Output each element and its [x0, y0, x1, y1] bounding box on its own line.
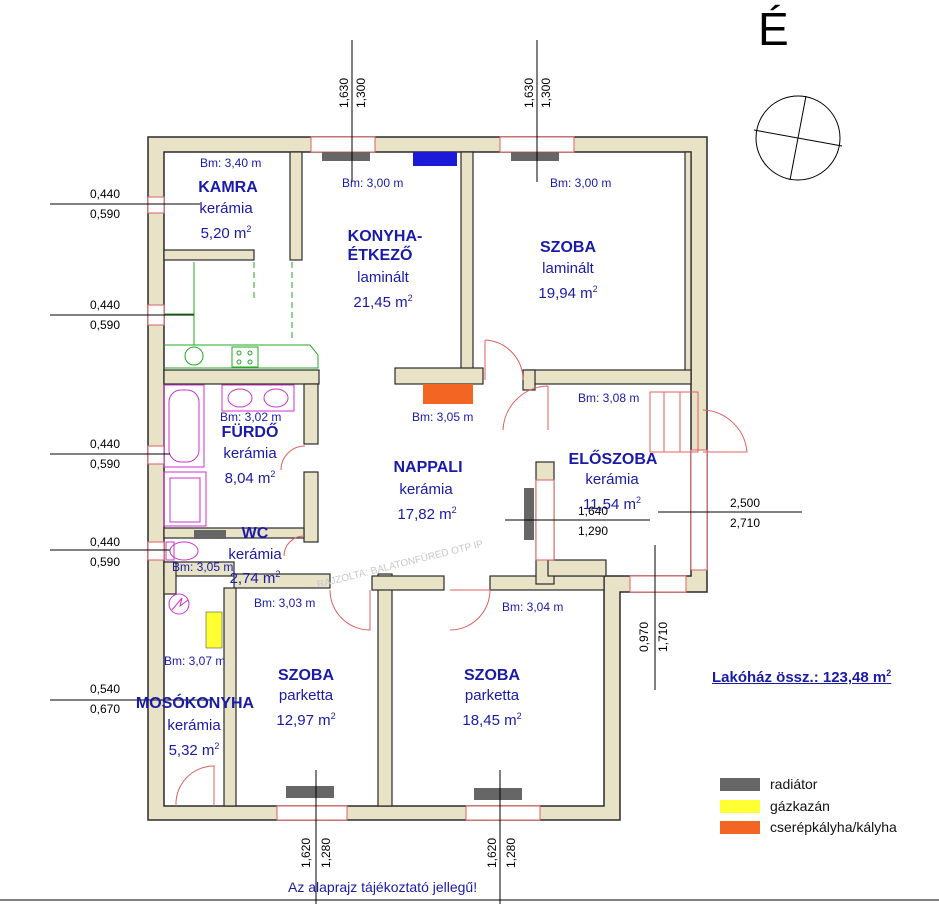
kamra-ceiling: Bm: 3,40 m	[200, 156, 262, 170]
radiators	[194, 152, 559, 800]
dim-right-b: 2,710	[730, 516, 761, 530]
door-swings	[175, 339, 748, 807]
kamra-floor: kerámia	[199, 200, 253, 217]
dimension-lines	[50, 40, 802, 904]
szoba3-area: 18,45 m2	[462, 711, 522, 729]
furdo-name: FÜRDŐ	[221, 424, 279, 441]
furdo-ceiling: Bm: 3,02 m	[220, 410, 282, 424]
dim-top-left-outer: 1,630	[337, 77, 351, 108]
eloszoba-name: ELŐSZOBA	[568, 451, 658, 468]
dim-left5-b: 0,670	[90, 702, 121, 716]
konyha-floor: laminált	[357, 269, 409, 286]
tile-stove	[423, 384, 473, 404]
kitchen-fixtures	[164, 262, 319, 369]
mosokonyha-floor: kerámia	[167, 717, 221, 734]
nappali-ceiling: Bm: 3,05 m	[412, 410, 474, 424]
szoba2-area: 12,97 m2	[276, 711, 336, 729]
nappali-area: 17,82 m2	[397, 505, 457, 523]
bath-fixtures	[163, 384, 295, 561]
legend-label-stove: cserépkályha/kályha	[770, 819, 897, 835]
furdo-area: 8,04 m2	[224, 469, 276, 487]
legend-label-boiler: gázkazán	[770, 798, 830, 814]
north-label: É	[758, 3, 789, 55]
gas-boiler	[205, 611, 223, 649]
szoba2-floor: parketta	[278, 687, 334, 704]
dim-left4-b: 0,590	[90, 555, 121, 569]
szoba3-name: SZOBA	[464, 667, 520, 684]
szoba1-area: 19,94 m2	[538, 284, 598, 302]
dim-center-a: 1,640	[578, 504, 609, 518]
dim-bottom-left-b: 1,280	[319, 837, 333, 868]
eloszoba-floor: kerámia	[585, 471, 639, 488]
legend-swatch-radiator	[720, 778, 760, 791]
nappali-name: NAPPALI	[393, 459, 463, 476]
dim-left3-b: 0,590	[90, 457, 121, 471]
legend-label-radiator: radiátor	[770, 776, 818, 792]
dim-top-right-outer: 1,630	[522, 77, 536, 108]
legend-swatch-stove	[720, 821, 760, 834]
szoba3-ceiling: Bm: 3,04 m	[502, 600, 564, 614]
kamra-area: 5,20 m2	[200, 224, 252, 242]
szoba2-name: SZOBA	[278, 667, 334, 684]
dim-left2-b: 0,590	[90, 318, 121, 332]
szoba3-floor: parketta	[464, 687, 520, 704]
dim-bottom-right-b: 1,280	[504, 837, 518, 868]
dim-left1-b: 0,590	[90, 207, 121, 221]
dim-bottom-right-a: 1,620	[485, 837, 499, 868]
nappali-floor: kerámia	[399, 481, 453, 498]
dim-left5-a: 0,540	[90, 682, 121, 696]
dim-right-vert-b: 1,710	[656, 621, 670, 652]
dim-left1-a: 0,440	[90, 187, 121, 201]
dim-right-a: 2,500	[730, 496, 761, 510]
konyha-ceiling: Bm: 3,00 m	[342, 176, 404, 190]
furdo-floor: kerámia	[223, 445, 277, 462]
szoba1-floor: laminált	[542, 260, 594, 277]
dim-center-b: 1,290	[578, 524, 609, 538]
dim-top-left-inner: 1,300	[354, 77, 368, 108]
compass	[753, 95, 843, 181]
mosokonyha-name: MOSÓKONYHA	[135, 695, 255, 712]
dim-right-vert-a: 0,970	[637, 621, 651, 652]
dim-left4-a: 0,440	[90, 535, 121, 549]
szoba1-name: SZOBA	[540, 239, 596, 256]
eloszoba-ceiling: Bm: 3,08 m	[578, 391, 640, 405]
dim-top-right-inner: 1,300	[539, 77, 553, 108]
mosokonyha-ceiling: Bm: 3,07 m	[164, 654, 226, 668]
dim-left2-a: 0,440	[90, 298, 121, 312]
footer-note: Az alaprajz tájékoztató jellegű!	[288, 879, 478, 895]
total-area: Lakóház össz.: 123,48 m2	[712, 668, 892, 686]
mosokonyha-area: 5,32 m2	[168, 741, 220, 759]
wc-floor: kerámia	[228, 546, 282, 563]
legend-swatch-boiler	[720, 800, 760, 813]
wc-ceiling: Bm: 3,05 m	[172, 560, 234, 574]
stove-blue	[413, 152, 457, 166]
konyha-area: 21,45 m2	[353, 293, 413, 311]
dim-left3-a: 0,440	[90, 437, 121, 451]
konyha-name-2: ÉTKEZŐ	[347, 247, 413, 264]
eloszoba-area: 11,54 m2	[582, 495, 642, 513]
kamra-name: KAMRA	[198, 179, 258, 196]
boiler-symbol	[168, 593, 190, 615]
wc-area: 2,74 m2	[229, 569, 281, 587]
dim-bottom-left-a: 1,620	[299, 837, 313, 868]
szoba1-ceiling: Bm: 3,00 m	[550, 176, 612, 190]
wc-name: WC	[241, 525, 269, 542]
szoba2-ceiling: Bm: 3,03 m	[254, 596, 316, 610]
konyha-name-1: KONYHA-	[347, 228, 423, 245]
